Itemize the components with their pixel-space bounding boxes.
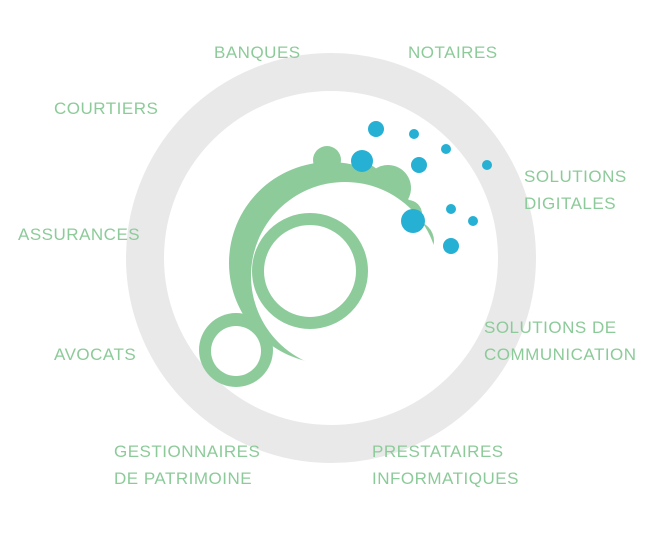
label-prestataires: PRESTATAIRES INFORMATIQUES [372, 438, 519, 492]
label-solutions-digitales: SOLUTIONS DIGITALES [524, 163, 627, 217]
label-avocats: AVOCATS [54, 345, 137, 364]
label-gestionnaires-line-1: GESTIONNAIRES [114, 442, 261, 461]
label-gestionnaires: GESTIONNAIRES DE PATRIMOINE [114, 438, 260, 492]
label-solutions-communication-line-2: COMMUNICATION [484, 345, 637, 364]
label-gestionnaires-line-2: DE PATRIMOINE [114, 469, 253, 488]
label-solutions-digitales-line-1: SOLUTIONS [524, 167, 627, 186]
outer-ring [126, 53, 536, 463]
label-solutions-digitales-line-2: DIGITALES [524, 194, 617, 213]
label-solutions-communication-line-1: SOLUTIONS DE [484, 318, 617, 337]
label-courtiers: COURTIERS [54, 99, 159, 118]
network-hub-logo-icon [199, 121, 492, 387]
label-notaires: NOTAIRES [408, 43, 498, 62]
label-prestataires-line-2: INFORMATIQUES [372, 469, 519, 488]
label-solutions-communication: SOLUTIONS DE COMMUNICATION [484, 314, 637, 368]
label-prestataires-line-1: PRESTATAIRES [372, 442, 504, 461]
label-banques: BANQUES [214, 43, 301, 62]
label-assurances: ASSURANCES [18, 225, 141, 244]
